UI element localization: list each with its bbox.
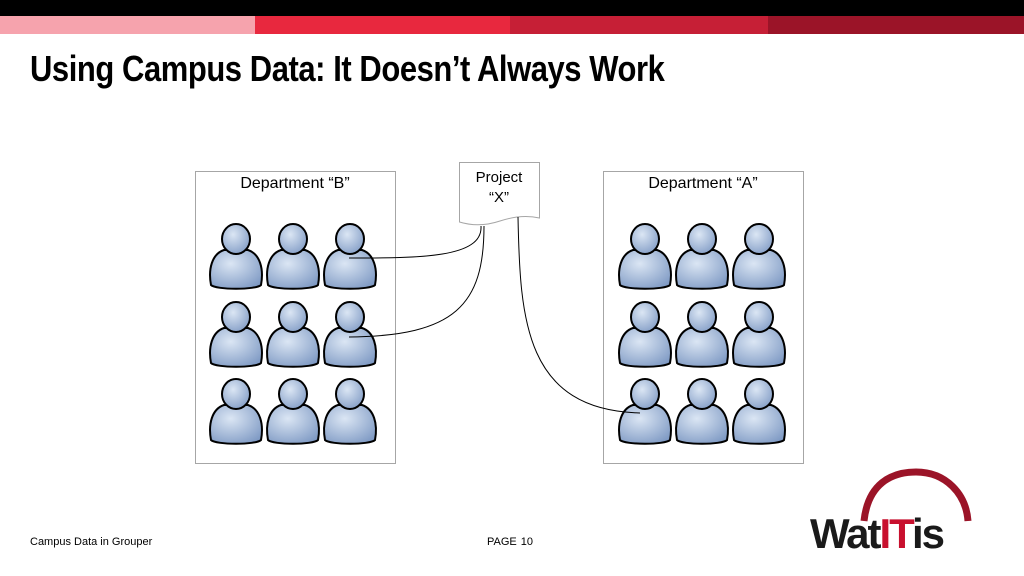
person-head xyxy=(687,301,717,333)
department-a-people xyxy=(618,223,786,445)
person-head xyxy=(687,378,717,410)
top-black-band xyxy=(0,0,1024,16)
person-body xyxy=(675,327,729,368)
person-head xyxy=(221,378,251,410)
person-body xyxy=(266,327,320,368)
logo-part-wat: Wat xyxy=(810,510,881,557)
person-head xyxy=(744,378,774,410)
person-head xyxy=(744,223,774,255)
connector-to-b-person-2 xyxy=(348,225,485,338)
connectors xyxy=(348,216,641,414)
department-a-person-row2-col2 xyxy=(675,301,729,368)
department-a-person-row2-col1 xyxy=(618,301,672,368)
person-body xyxy=(618,404,672,445)
department-a-person-row1-col2 xyxy=(675,223,729,290)
person-body xyxy=(209,327,263,368)
person-head xyxy=(335,223,365,255)
person-body xyxy=(618,327,672,368)
logo-arc xyxy=(860,468,972,522)
department-a-person-row1-col1 xyxy=(618,223,672,290)
person-head xyxy=(687,223,717,255)
person-head xyxy=(278,301,308,333)
footer-text: Campus Data in Grouper xyxy=(30,536,153,548)
person-body xyxy=(266,249,320,290)
department-a-label: Department “A” xyxy=(648,175,757,192)
document-shape xyxy=(459,162,540,226)
department-b-person-row3-col1 xyxy=(209,378,263,445)
top-red-stripe xyxy=(0,16,1024,34)
document-label-line2: “X” xyxy=(489,189,509,206)
department-b-people xyxy=(209,223,377,445)
department-a-person-row2-col3 xyxy=(732,301,786,368)
department-b-person-row1-col3 xyxy=(323,223,377,290)
person-body xyxy=(675,249,729,290)
page-number: 10 xyxy=(520,536,534,548)
person-body xyxy=(323,327,377,368)
connector-to-b-person-1 xyxy=(348,225,482,259)
person-body xyxy=(732,327,786,368)
person-head xyxy=(335,301,365,333)
department-b-person-row1-col2 xyxy=(266,223,320,290)
person-body xyxy=(732,249,786,290)
department-a-box: Department “A” xyxy=(603,171,804,464)
project-x-document: Project “X” xyxy=(459,162,540,226)
person-head xyxy=(278,378,308,410)
person-body xyxy=(323,404,377,445)
person-body xyxy=(209,404,263,445)
person-body xyxy=(618,249,672,290)
department-b-label: Department “B” xyxy=(240,175,349,192)
logo-part-is: is xyxy=(912,510,945,557)
person-body xyxy=(266,404,320,445)
person-body xyxy=(675,404,729,445)
department-b-person-row3-col2 xyxy=(266,378,320,445)
person-head xyxy=(278,223,308,255)
person-head xyxy=(221,301,251,333)
department-a-person-row3-col3 xyxy=(732,378,786,445)
department-a-person-row3-col1 xyxy=(618,378,672,445)
person-body xyxy=(732,404,786,445)
department-b-person-row3-col3 xyxy=(323,378,377,445)
person-head xyxy=(221,223,251,255)
department-b-box: Department “B” xyxy=(195,171,396,464)
person-head xyxy=(335,378,365,410)
watitis-logo: WatITis xyxy=(806,466,996,561)
top-color-bar xyxy=(0,0,1024,34)
logo-part-it: IT xyxy=(879,510,914,557)
department-b-person-row2-col2 xyxy=(266,301,320,368)
connector-to-a-person xyxy=(517,216,641,414)
document-label-line1: Project xyxy=(476,169,524,186)
logo-wordmark: WatITis xyxy=(810,510,945,558)
department-b-person-row2-col1 xyxy=(209,301,263,368)
person-head xyxy=(630,301,660,333)
person-head xyxy=(630,378,660,410)
slide-title: Using Campus Data: It Doesn’t Always Wor… xyxy=(30,48,665,89)
person-body xyxy=(209,249,263,290)
person-head xyxy=(630,223,660,255)
department-a-person-row1-col3 xyxy=(732,223,786,290)
department-a-person-row3-col2 xyxy=(675,378,729,445)
person-head xyxy=(744,301,774,333)
person-body xyxy=(323,249,377,290)
page-label: PAGE xyxy=(487,536,517,548)
department-b-person-row1-col1 xyxy=(209,223,263,290)
department-b-person-row2-col3 xyxy=(323,301,377,368)
